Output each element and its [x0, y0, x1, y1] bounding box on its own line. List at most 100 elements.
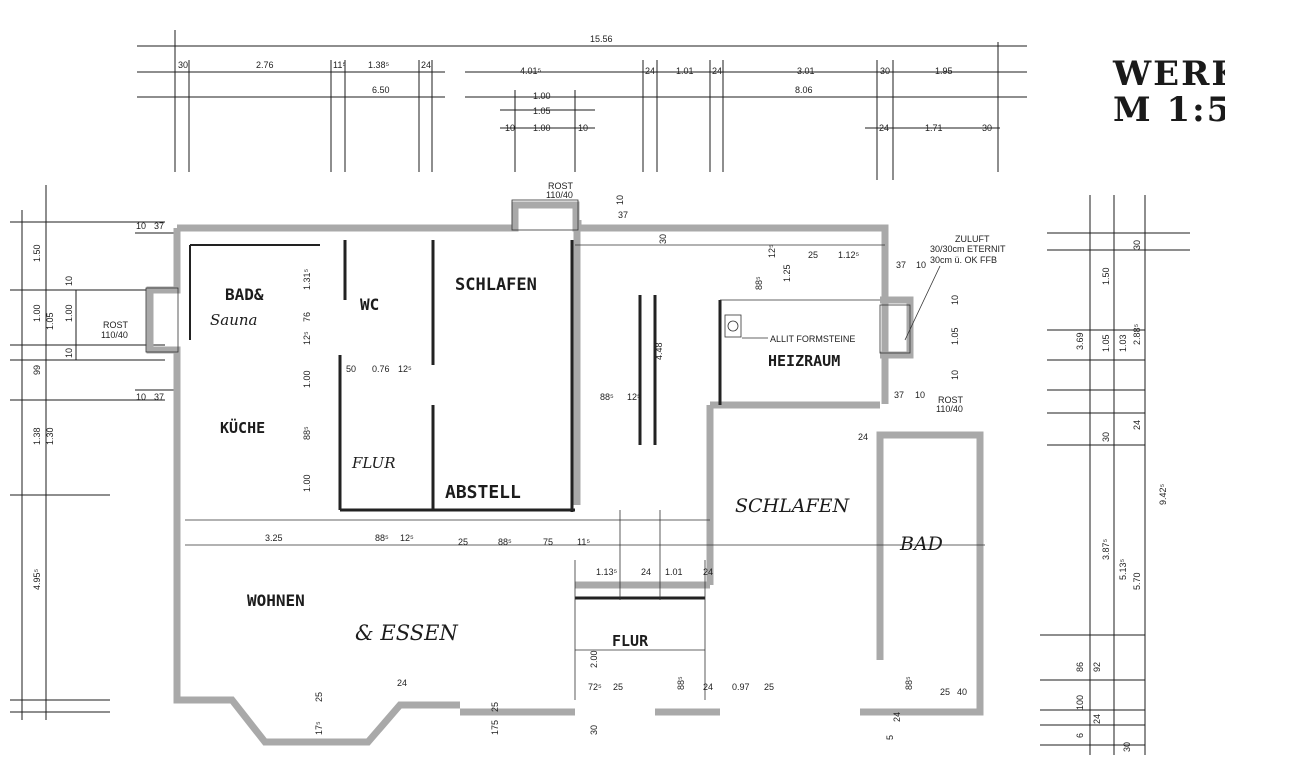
- dim-inner-33: 10: [950, 370, 960, 380]
- dim-inner-56: 10: [615, 195, 625, 205]
- dim-inner-40: 24: [858, 432, 868, 442]
- dim-right-r17: 24: [1092, 714, 1102, 724]
- dim-inner-34: 37: [894, 390, 904, 400]
- dim-top-c5: 10: [578, 123, 588, 133]
- zuluft-label-1: ZULUFT: [955, 234, 990, 244]
- dim-inner-23: 12⁵: [398, 364, 412, 374]
- dim-right-r4: 1.05: [1101, 334, 1111, 352]
- dim-inner-42: 25: [613, 682, 623, 692]
- rost-right-label-1: ROST: [938, 395, 964, 405]
- rost-left-label-1: ROST: [103, 320, 129, 330]
- room-kueche-label: KÜCHE: [220, 418, 265, 437]
- zuluft-label-2: 30/30cm ETERNIT: [930, 244, 1006, 254]
- dim-top-d1: 24: [879, 123, 889, 133]
- dim-left-l3: 1.05: [45, 312, 55, 330]
- dim-right-r14: 92: [1092, 662, 1102, 672]
- dim-inner-50: 17⁵: [314, 721, 324, 735]
- room-essen-label: & ESSEN: [355, 621, 458, 645]
- top-dimension-lines: [137, 30, 1027, 180]
- dim-left-l2: 1.00: [32, 304, 42, 322]
- dim-top-c3: 10: [505, 123, 515, 133]
- drawing-title: WERK: [1112, 54, 1243, 94]
- dim-inner-6: 75: [543, 537, 553, 547]
- title-crop-mask: [1225, 40, 1307, 140]
- left-dimension-lines: [10, 185, 180, 720]
- dim-inner-55: 37: [618, 210, 628, 220]
- room-schlafen-1-label: SCHLAFEN: [455, 275, 537, 295]
- dim-inner-41: 72⁵: [588, 682, 602, 692]
- dim-left-l1: 1.50: [32, 244, 42, 262]
- dim-inner-12: 88⁵: [600, 392, 614, 402]
- dim-inner-15: 1.31⁵: [302, 268, 312, 290]
- dim-inner-57: 30: [658, 234, 668, 244]
- rost-top-label-2: 110/40: [546, 190, 573, 200]
- dim-inner-18: 1.00: [302, 370, 312, 388]
- dim-left-m1: 10: [64, 276, 74, 286]
- dim-right-r12: 5.70: [1132, 572, 1142, 590]
- dim-inner-38: 88⁵: [904, 676, 914, 690]
- dim-inner-27: 25: [808, 250, 818, 260]
- rost-right-label-2: 110/40: [936, 404, 963, 414]
- dim-inner-8: 1.13⁵: [596, 567, 618, 577]
- dim-inner-2: 88⁵: [375, 533, 389, 543]
- dim-top-b3: 1.01: [676, 66, 694, 76]
- dim-top-b8: 8.06: [795, 85, 813, 95]
- dim-inner-30: 10: [916, 260, 926, 270]
- dim-inner-13: 12⁵: [627, 392, 641, 402]
- allit-label: ALLIT FORMSTEINE: [770, 334, 855, 344]
- dim-inner-1: 3.25: [265, 533, 283, 543]
- dim-inner-25: 1.25: [782, 264, 792, 282]
- dim-inner-7: 11⁵: [577, 537, 590, 547]
- dim-inner-47: 40: [957, 687, 967, 697]
- dim-inner-51: 25: [314, 692, 324, 702]
- dim-left-k1: 10: [136, 221, 146, 231]
- dim-right-r1: 30: [1132, 240, 1142, 250]
- rost-left-label-2: 110/40: [101, 330, 128, 340]
- dim-left-k3: 10: [136, 392, 146, 402]
- dim-top-b1: 4.01⁵: [520, 66, 542, 76]
- room-heizraum-label: HEIZRAUM: [768, 352, 840, 370]
- dim-top-a1: 30: [178, 60, 188, 70]
- dim-top-a5: 24: [421, 60, 431, 70]
- room-sauna-label: Sauna: [210, 311, 257, 329]
- dim-left-l4: 99: [32, 365, 42, 375]
- dim-right-r8: 24: [1132, 420, 1142, 430]
- plan-detail-lines: [145, 199, 985, 700]
- right-dimension-lines: [1040, 195, 1190, 755]
- dim-left-l6: 1.30: [45, 427, 55, 445]
- dim-inner-21: 50: [346, 364, 356, 374]
- room-wc-label: WC: [360, 295, 379, 314]
- dim-top-a2: 2.76: [256, 60, 274, 70]
- dim-right-r2: 1.50: [1101, 267, 1111, 285]
- dim-inner-17: 12⁵: [302, 331, 312, 345]
- dim-right-r10: 3.87⁵: [1101, 538, 1111, 560]
- dim-top-d3: 30: [982, 123, 992, 133]
- dim-top-a4: 1.38⁵: [368, 60, 390, 70]
- dim-inner-16: 76: [302, 312, 312, 322]
- dim-right-r16: 6: [1075, 733, 1085, 738]
- dim-top-total: 15.56: [590, 34, 613, 44]
- dim-inner-14: 4.48: [654, 342, 664, 360]
- dim-inner-9: 24: [641, 567, 651, 577]
- walls: [146, 201, 984, 746]
- dim-inner-20: 1.00: [302, 474, 312, 492]
- zuluft-label-3: 30cm ü. OK FFB: [930, 255, 997, 265]
- dim-inner-4: 25: [458, 537, 468, 547]
- room-flur-1-label: FLUR: [351, 454, 395, 472]
- room-abstell-label: ABSTELL: [445, 482, 521, 503]
- dim-left-l5: 1.38: [32, 427, 42, 445]
- dim-inner-10: 1.01: [665, 567, 683, 577]
- dim-right-r11: 5.13⁵: [1118, 558, 1128, 580]
- dim-right-r7: 30: [1101, 432, 1111, 442]
- dim-right-r3: 3.69: [1075, 332, 1085, 350]
- dim-right-r5: 1.03: [1118, 334, 1128, 352]
- dim-top-b2: 24: [645, 66, 655, 76]
- dim-top-a6: 6.50: [372, 85, 390, 95]
- dim-inner-45: 25: [764, 682, 774, 692]
- dim-inner-35: 10: [915, 390, 925, 400]
- dim-left-k2: 37: [154, 221, 164, 231]
- dim-inner-52: 24: [892, 712, 902, 722]
- dim-inner-11: 24: [703, 567, 713, 577]
- dim-inner-22: 0.76: [372, 364, 390, 374]
